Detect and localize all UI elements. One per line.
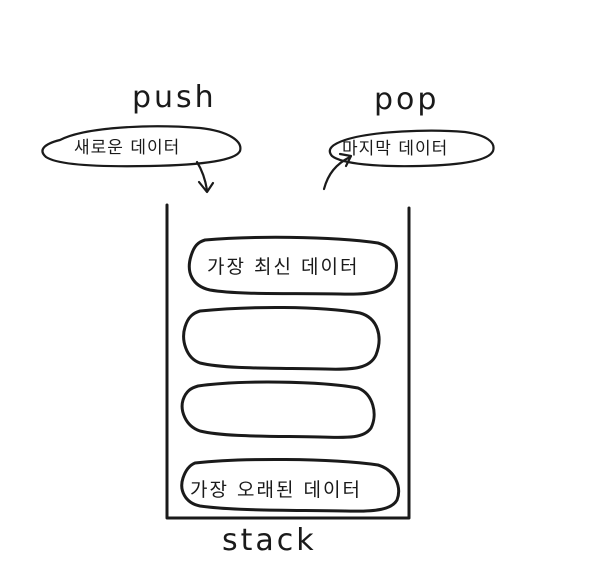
stack-item-middle-2: [180, 380, 376, 439]
stack-item-middle-1: [182, 305, 381, 371]
stack-label: stack: [222, 523, 317, 558]
pop-label: pop: [374, 82, 439, 117]
push-bubble-outline: [41, 125, 242, 168]
stack-container: [165, 203, 411, 520]
stack-item-newest-label: 가장 최신 데이터: [207, 256, 359, 278]
pop-data-bubble: 마지막 데이터: [328, 129, 495, 168]
push-bubble-text: 새로운 데이터: [74, 138, 180, 158]
pop-bubble-text: 마지막 데이터: [342, 139, 448, 159]
pop-arrow: [322, 152, 353, 191]
pop-bubble-outline: [328, 129, 495, 168]
stack-item-oldest-label: 가장 오래된 데이터: [190, 479, 362, 501]
push-arrow: [195, 160, 215, 194]
stack-item-oldest: 가장 오래된 데이터: [180, 457, 401, 513]
push-data-bubble: 새로운 데이터: [41, 125, 242, 168]
stack-item-newest: 가장 최신 데이터: [187, 235, 398, 296]
push-label: push: [132, 80, 217, 115]
